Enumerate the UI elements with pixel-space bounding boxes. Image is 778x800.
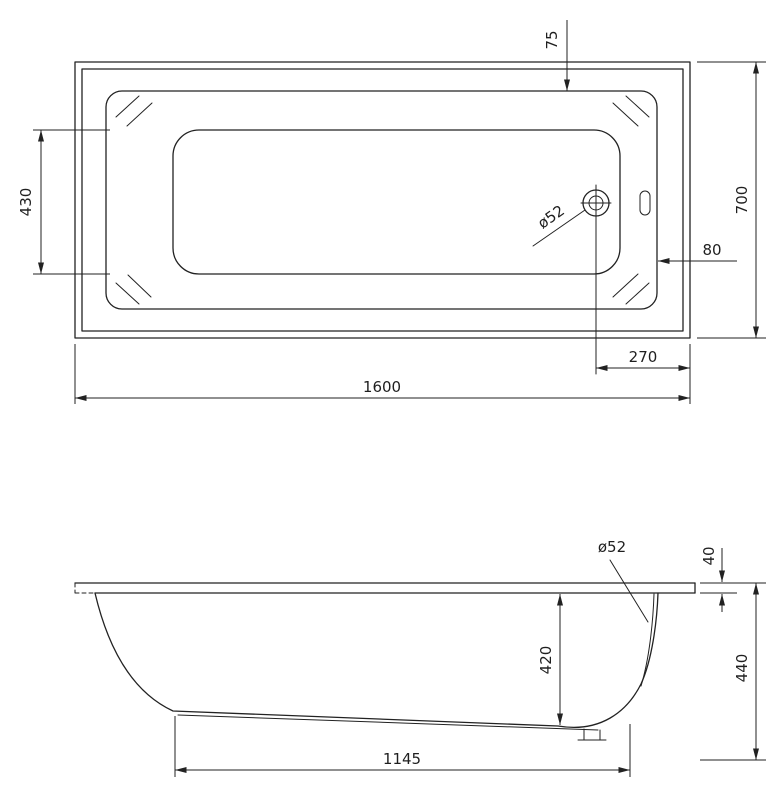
dim-label-270: 270 <box>629 348 658 366</box>
dim-drain-to-end: 270 <box>596 348 690 371</box>
dim-rim-to-basin-offset: 75 <box>543 20 570 91</box>
dim-label-440: 440 <box>733 654 751 683</box>
dim-inner-depth: 420 <box>537 594 563 725</box>
dim-label-40: 40 <box>700 546 718 565</box>
tub-shell-profile <box>94 592 659 728</box>
corner-hatch-marks <box>115 95 650 305</box>
dim-label-1600: 1600 <box>363 378 401 396</box>
rim-left-hidden-edge <box>74 582 96 594</box>
side-view-extension-lines <box>174 582 766 777</box>
dim-label-75: 75 <box>543 30 561 49</box>
dim-bottom-length: 1145 <box>175 750 630 773</box>
basin-bottom-edge <box>172 129 621 275</box>
top-view: 75 430 700 80 270 1600 ø52 <box>17 20 766 404</box>
dim-label-drain-diameter-top: ø52 <box>534 201 567 232</box>
dim-overall-width: 700 <box>733 62 759 338</box>
side-view: ø52 40 440 420 1145 <box>74 538 766 777</box>
tub-base-line <box>177 714 599 731</box>
overflow-slot <box>639 190 651 216</box>
drain-leader-line <box>532 209 586 247</box>
dim-label-420: 420 <box>537 646 555 675</box>
tub-outer-edge <box>74 61 691 339</box>
dim-label-80: 80 <box>702 241 721 259</box>
dim-basin-to-edge: 80 <box>658 241 737 264</box>
top-view-extension-lines <box>33 61 766 404</box>
dim-label-1145: 1145 <box>383 750 421 768</box>
dim-rim-thickness: 40 <box>700 546 725 612</box>
tub-right-wall-inner-line <box>640 593 655 687</box>
drain-side-leader-line <box>609 559 649 623</box>
basin-top-edge <box>105 90 658 310</box>
tub-rim-inner-edge <box>81 68 684 332</box>
dim-overall-length: 1600 <box>75 378 690 401</box>
dim-overall-height: 440 <box>733 583 759 760</box>
dim-drain-diameter-side: ø52 <box>598 538 649 623</box>
dim-label-430: 430 <box>17 188 35 217</box>
dim-basin-inner-width: 430 <box>17 130 44 274</box>
dim-drain-diameter-top: ø52 <box>532 201 586 247</box>
dim-label-drain-diameter-side: ø52 <box>598 538 626 556</box>
drain-outlet-stub <box>577 728 607 741</box>
dim-label-700: 700 <box>733 186 751 215</box>
